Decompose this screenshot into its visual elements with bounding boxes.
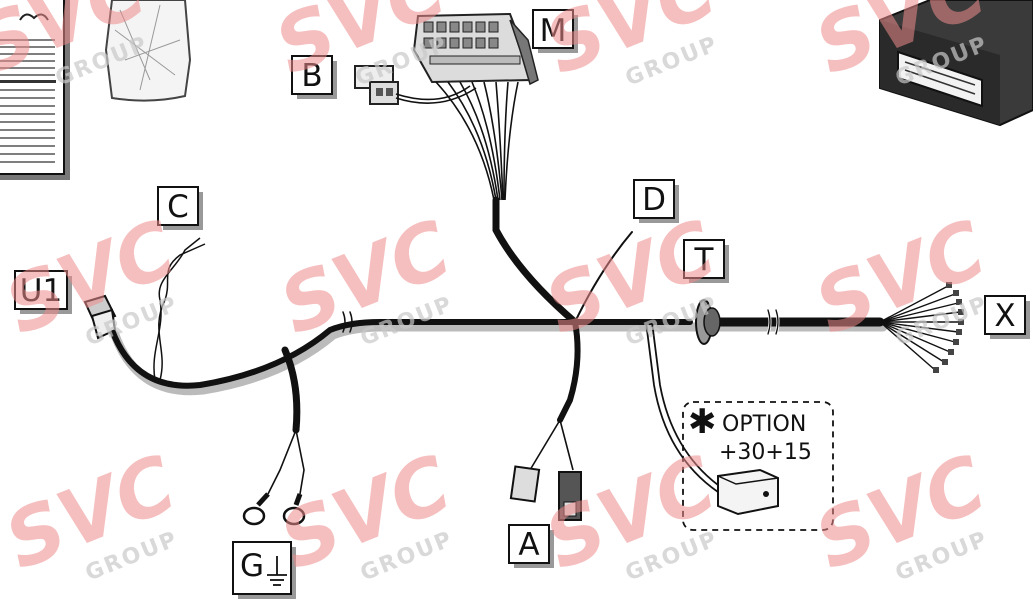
connector-u1 xyxy=(83,294,117,340)
label-m-text: M xyxy=(540,13,567,49)
x-wire-ends xyxy=(933,282,964,373)
label-x: X xyxy=(984,295,1030,339)
connector-m xyxy=(412,12,539,86)
label-m: M xyxy=(532,9,578,53)
label-d-text: D xyxy=(642,182,666,218)
m-wire-fan xyxy=(435,81,519,201)
label-c-text: C xyxy=(167,189,189,225)
label-u1-text: U1 xyxy=(20,273,62,309)
option-label: ✱ OPTION +30+15 xyxy=(688,402,812,465)
ground-icon xyxy=(267,556,287,586)
label-b-text: B xyxy=(301,58,322,94)
ground-terminals xyxy=(242,429,306,526)
label-t: T xyxy=(683,239,729,283)
label-x-text: X xyxy=(994,298,1015,334)
control-unit xyxy=(879,0,1033,127)
connectors-a xyxy=(509,419,582,521)
plastic-bag xyxy=(104,0,192,102)
label-u1: U1 xyxy=(14,270,72,314)
option-title: OPTION xyxy=(722,412,806,437)
label-c: C xyxy=(157,186,203,230)
manual-booklet xyxy=(0,0,70,180)
option-box xyxy=(682,401,834,531)
main-harness xyxy=(109,196,888,493)
label-b: B xyxy=(291,55,337,99)
option-subtitle: +30+15 xyxy=(719,440,812,465)
twisted-wire-c xyxy=(153,237,206,381)
label-a: A xyxy=(508,524,554,568)
x-wire-fan xyxy=(879,285,961,371)
label-t-text: T xyxy=(694,242,715,278)
connector-b xyxy=(354,65,477,105)
label-g: G xyxy=(232,541,296,599)
grommet-t xyxy=(695,299,721,345)
label-g-text: G xyxy=(240,548,264,584)
asterisk-icon: ✱ xyxy=(688,402,717,442)
label-a-text: A xyxy=(518,527,539,563)
label-d: D xyxy=(633,179,679,223)
